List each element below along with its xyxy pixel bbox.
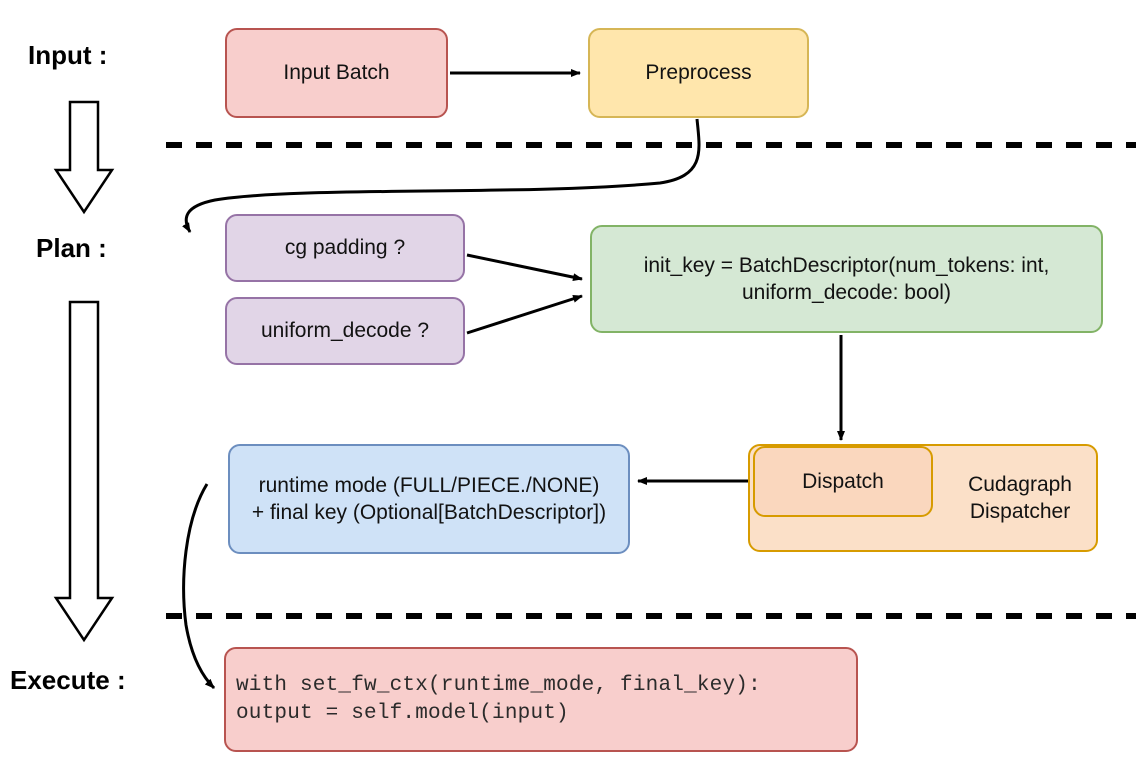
stage-label-execute: Execute : bbox=[10, 665, 126, 695]
stage-arrow-plan-to-execute bbox=[53, 300, 115, 643]
node-uniform-decode[interactable]: uniform_decode ? bbox=[225, 297, 465, 365]
node-preprocess[interactable]: Preprocess bbox=[588, 28, 809, 118]
edge-cg-padding-to-init-key bbox=[466, 253, 583, 282]
node-uniform-decode-label: uniform_decode ? bbox=[260, 319, 430, 343]
node-input-batch[interactable]: Input Batch bbox=[225, 28, 448, 118]
stage-label-plan: Plan : bbox=[36, 233, 107, 263]
node-init-key-label: init_key = BatchDescriptor(num_tokens: i… bbox=[643, 253, 1050, 304]
edge-runtime-mode-to-execute-code bbox=[182, 483, 216, 690]
node-preprocess-label: Preprocess bbox=[645, 61, 752, 85]
node-dispatch-label: Dispatch bbox=[802, 469, 884, 493]
stage-arrow-input-to-plan bbox=[53, 100, 115, 215]
node-cg-padding-label: cg padding ? bbox=[284, 236, 406, 260]
node-execute-code[interactable]: with set_fw_ctx(runtime_mode, final_key)… bbox=[224, 647, 858, 752]
node-runtime-mode[interactable]: runtime mode (FULL/PIECE./NONE) + final … bbox=[228, 444, 630, 554]
stage-label-input: Input : bbox=[28, 40, 108, 70]
node-init-key[interactable]: init_key = BatchDescriptor(num_tokens: i… bbox=[590, 225, 1103, 333]
edge-uniform-decode-to-init-key bbox=[466, 294, 583, 335]
node-input-batch-label: Input Batch bbox=[283, 61, 390, 85]
node-cg-padding[interactable]: cg padding ? bbox=[225, 214, 465, 282]
node-cudagraph-dispatcher-label: Cudagraph Dispatcher bbox=[968, 472, 1072, 523]
node-dispatch[interactable]: Dispatch bbox=[753, 446, 933, 517]
node-runtime-mode-label: runtime mode (FULL/PIECE./NONE) + final … bbox=[251, 473, 607, 524]
node-execute-code-label: with set_fw_ctx(runtime_mode, final_key)… bbox=[236, 674, 761, 725]
